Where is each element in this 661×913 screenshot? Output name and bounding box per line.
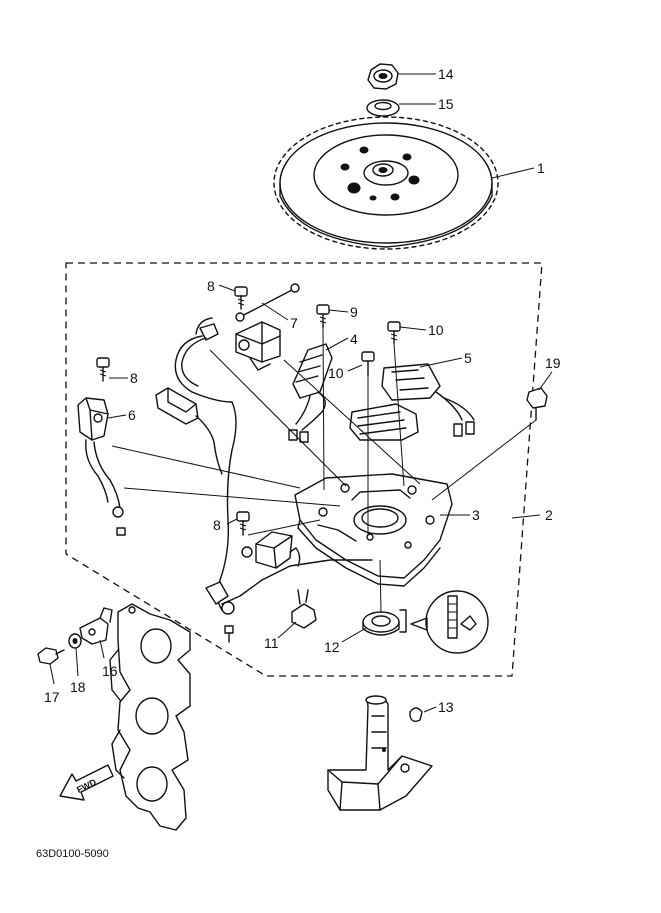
screw-part [387, 321, 401, 345]
screw-part [96, 357, 110, 382]
bolt-part [37, 647, 65, 665]
callout-10: 10 [328, 365, 344, 381]
callout-14: 14 [438, 66, 454, 82]
callout-11: 11 [264, 635, 279, 651]
callout-12: 12 [324, 639, 340, 655]
callout-labels: 14 15 1 8 7 9 10 4 5 10 19 8 6 3 2 8 11 … [44, 66, 561, 715]
callout-8: 8 [130, 370, 138, 386]
washer-part [366, 99, 400, 117]
callout-19: 19 [545, 355, 561, 371]
callout-5: 5 [464, 350, 472, 366]
cylinder-block-part [109, 603, 191, 831]
screw-part [116, 527, 234, 643]
rectifier-part [199, 321, 281, 371]
callout-16: 16 [102, 663, 118, 679]
ignition-coil-part [77, 397, 124, 518]
key-part [409, 707, 423, 723]
callout-7: 7 [290, 315, 298, 331]
wire-harness-part [155, 317, 373, 615]
ground-lead-part [235, 283, 300, 322]
pulser-coil-part [349, 363, 475, 441]
callout-17: 17 [44, 689, 60, 705]
flywheel-puller-tool [327, 695, 433, 811]
callout-15: 15 [438, 96, 454, 112]
callout-9: 9 [350, 304, 358, 320]
callout-10: 10 [428, 322, 444, 338]
screw-part [236, 511, 250, 536]
lighting-coil-part [241, 531, 301, 569]
bracket-part [79, 607, 113, 645]
flange-nut-part [367, 63, 399, 90]
screw-part [361, 351, 375, 376]
callout-8: 8 [213, 517, 221, 533]
assembly-boundary [65, 262, 543, 677]
callout-8: 8 [207, 278, 215, 294]
screw-part [316, 304, 330, 329]
flywheel-part [273, 116, 499, 250]
detail-inset [399, 590, 489, 654]
callout-4: 4 [350, 331, 358, 347]
oil-seal-part [362, 611, 400, 636]
washer-part [68, 633, 82, 649]
clamp-part [291, 589, 317, 629]
callout-1: 1 [537, 160, 545, 176]
callout-3: 3 [472, 507, 480, 523]
screw-part [526, 387, 548, 421]
drawing-code: 63D0100-5090 [36, 848, 109, 860]
callout-2: 2 [545, 507, 553, 523]
charge-coil-part [288, 343, 333, 443]
callout-18: 18 [70, 679, 86, 695]
callout-13: 13 [438, 699, 454, 715]
base-plate-part [294, 473, 453, 587]
leader-lines [49, 73, 553, 713]
fwd-arrow: FWD [59, 764, 114, 801]
callout-6: 6 [128, 407, 136, 423]
screw-part [234, 286, 248, 310]
